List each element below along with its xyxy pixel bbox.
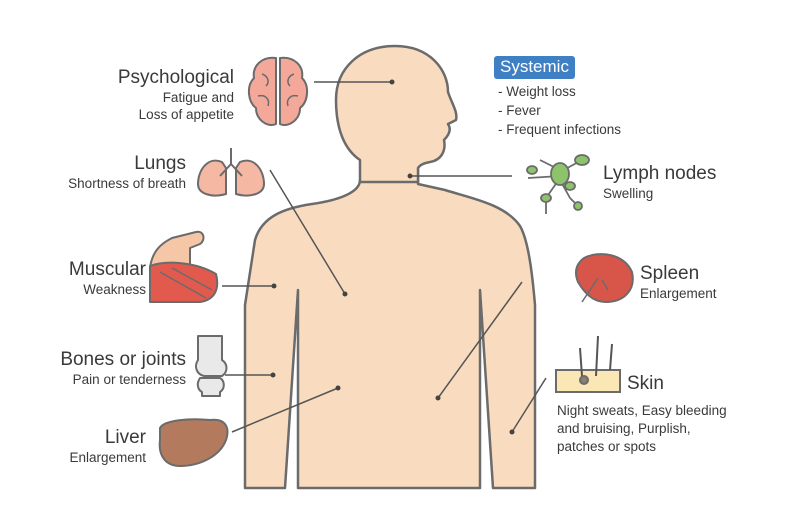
pointer-spleen xyxy=(437,281,523,399)
point-spleen xyxy=(435,395,441,401)
liver-label: Liver Enlargement xyxy=(69,426,146,467)
muscular-title: Muscular xyxy=(68,259,146,280)
skin-title: Skin xyxy=(627,373,664,394)
skin-hair-icon xyxy=(555,335,621,393)
pointer-lungs xyxy=(269,169,346,295)
systemic-item: - Frequent infections xyxy=(498,121,622,137)
point-chest xyxy=(342,291,348,297)
systemic-item: - Weight loss xyxy=(498,84,576,99)
pointer-skin xyxy=(511,377,547,433)
lungs-title: Lungs xyxy=(134,153,186,174)
lungs-icon xyxy=(197,148,265,197)
psychological-line2: Loss of appetite xyxy=(138,106,234,122)
lymph-nodes-icon xyxy=(526,154,590,214)
psychological-line1: Fatigue and xyxy=(162,89,234,105)
liver-detail: Enlargement xyxy=(69,449,146,465)
point-elbow xyxy=(270,372,276,378)
lungs-detail: Shortness of breath xyxy=(68,175,186,191)
point-head xyxy=(389,79,395,85)
spleen-icon xyxy=(575,253,634,303)
brain-icon xyxy=(248,56,308,126)
muscular-label: Muscular Weakness xyxy=(69,258,146,299)
lymph-title: Lymph nodes xyxy=(603,163,717,184)
skin-line2: and bruising, Purplish, xyxy=(557,421,691,437)
point-neck xyxy=(407,173,413,179)
skin-line3: patches or spots xyxy=(557,439,657,455)
skin-title-wrap: Skin xyxy=(627,372,664,396)
liver-title: Liver xyxy=(104,427,146,448)
spleen-label: Spleen Enlargement xyxy=(640,262,717,303)
head-silhouette xyxy=(334,44,458,184)
point-forearm xyxy=(509,429,515,435)
liver-icon xyxy=(158,418,229,467)
spleen-title: Spleen xyxy=(640,263,700,284)
skin-line1: Night sweats, Easy bleeding xyxy=(557,403,727,418)
skin-label: Night sweats, Easy bleeding and bruising… xyxy=(557,402,727,457)
point-liver xyxy=(335,385,341,391)
point-arm xyxy=(271,283,277,289)
lymph-label: Lymph nodes Swelling xyxy=(603,162,716,203)
body-silhouette xyxy=(243,166,537,490)
psychological-label: Psychological Fatigue and Loss of appeti… xyxy=(118,66,234,124)
lungs-label: Lungs Shortness of breath xyxy=(68,152,186,193)
systemic-badge: Systemic xyxy=(494,56,575,79)
flexed-arm-icon xyxy=(149,230,219,303)
bones-detail: Pain or tenderness xyxy=(72,371,186,387)
lymph-detail: Swelling xyxy=(603,185,654,201)
spleen-detail: Enlargement xyxy=(640,285,717,301)
muscular-detail: Weakness xyxy=(83,281,146,297)
systemic-list: - Weight loss - Fever - Frequent infecti… xyxy=(498,83,621,140)
pointer-liver xyxy=(231,387,339,433)
systemic-item: - Fever xyxy=(498,102,541,118)
bones-label: Bones or joints Pain or tenderness xyxy=(60,348,186,389)
bones-title: Bones or joints xyxy=(60,349,186,370)
knee-joint-icon xyxy=(195,335,228,397)
psychological-title: Psychological xyxy=(117,67,234,88)
